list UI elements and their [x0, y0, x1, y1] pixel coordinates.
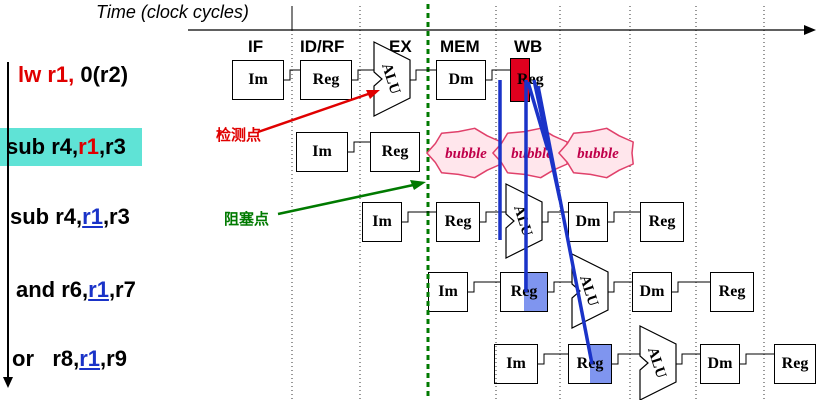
stage-connector-2	[410, 69, 436, 81]
stall-point-label: 阻塞点	[224, 211, 270, 228]
row2-reg-wb-box: Reg	[640, 202, 684, 242]
stage-connector-8	[608, 211, 640, 223]
row3-reg-wb-box: Reg	[710, 272, 754, 312]
stage-connector-15	[676, 353, 700, 365]
instruction-3-part-0: and r6,	[16, 277, 89, 302]
bubble-0-label: bubble	[445, 146, 487, 162]
detect-arrowhead	[366, 90, 380, 99]
instruction-0-part-1: 0(r2)	[80, 62, 129, 87]
row1-reg-box: Reg	[370, 132, 420, 172]
stage-connector-12	[672, 281, 710, 293]
stage-connector-4	[348, 141, 370, 153]
row2-dm-box: Dm	[568, 202, 608, 242]
stage-label-ex: EX	[389, 37, 412, 56]
bubble-2-cloud	[558, 127, 634, 179]
program-order-arrowhead	[3, 377, 13, 388]
stage-connector-5	[402, 211, 436, 223]
alu-3: ALU	[639, 325, 677, 400]
time-axis-arrowhead	[804, 25, 816, 35]
row3-im-box: Im	[428, 272, 468, 312]
row4-dm-box: Dm	[700, 344, 740, 384]
forward-path-4	[526, 81, 550, 151]
stage-connector-10	[548, 281, 572, 293]
row1-im-box: Im	[296, 132, 348, 172]
stage-connector-7	[542, 211, 568, 223]
forward-path-3	[536, 85, 594, 365]
instruction-row-1: sub r4,r1,r3	[0, 128, 142, 166]
alu-3-shape	[639, 325, 677, 400]
row4-reg-box: Reg	[568, 344, 612, 384]
bubble-2-label: bubble	[577, 146, 619, 162]
bubble-1-label: bubble	[511, 146, 553, 162]
instruction-3-part-2: ,r7	[108, 277, 136, 302]
row2-reg-box: Reg	[436, 202, 480, 242]
stage-label-wb: WB	[514, 37, 543, 56]
row0-reg-box: Reg	[300, 60, 352, 100]
alu-1: ALU	[505, 183, 543, 259]
instruction-2-part-1: r1	[82, 204, 103, 229]
bubble-0-cloud	[426, 127, 502, 179]
stage-connector-13	[538, 353, 568, 365]
instruction-0-part-0: lw r1,	[18, 62, 81, 87]
stage-connector-3	[486, 69, 510, 81]
instruction-2-part-2: ,r3	[102, 204, 130, 229]
stage-connector-9	[468, 281, 500, 293]
stage-connector-1	[352, 69, 374, 81]
instruction-row-0: lw r1, 0(r2)	[18, 62, 128, 88]
row4-im-box: Im	[494, 344, 538, 384]
stage-connector-6	[480, 211, 506, 223]
time-axis-title: Time (clock cycles)	[96, 2, 249, 22]
instruction-3-part-1: r1	[88, 277, 109, 302]
alu-0-shape	[373, 41, 411, 117]
row3-reg-box: Reg	[500, 272, 548, 312]
stage-label-if: IF	[248, 37, 264, 56]
instruction-1-part-1: r1	[78, 134, 99, 159]
alu-1-shape	[505, 183, 543, 259]
instruction-4-part-2: ,r9	[100, 346, 127, 371]
instruction-2-part-0: sub r4,	[10, 204, 83, 229]
stage-label-mem: MEM	[440, 37, 480, 56]
row0-im-box: Im	[232, 60, 284, 100]
stall-arrowhead	[410, 180, 426, 190]
row3-dm-box: Dm	[632, 272, 672, 312]
instruction-row-4: or r8,r1,r9	[12, 346, 127, 372]
bubble-0: bubble	[426, 127, 502, 179]
row4-reg-wb-box: Reg	[774, 344, 816, 384]
stage-connector-0	[284, 69, 300, 81]
instruction-1-part-2: ,r3	[98, 134, 126, 159]
row2-im-box: Im	[362, 202, 402, 242]
row0-dm-box: Dm	[436, 60, 486, 100]
detect-arrow-line	[257, 90, 375, 134]
instruction-row-3: and r6,r1,r7	[16, 277, 136, 303]
instruction-row-2: sub r4,r1,r3	[10, 204, 130, 230]
instruction-4-part-0: or r8,	[12, 346, 80, 371]
instruction-1-part-0: sub r4,	[6, 134, 79, 159]
instruction-4-part-1: r1	[79, 346, 101, 371]
stage-connector-16	[740, 353, 774, 365]
detect-point-label: 检测点	[216, 127, 262, 144]
stage-connector-11	[608, 281, 632, 293]
stage-label-id: ID/RF	[300, 37, 345, 56]
stage-connector-14	[612, 353, 640, 365]
bubble-2: bubble	[558, 127, 634, 179]
stall-arrow-line	[277, 182, 419, 216]
alu-0: ALU	[373, 41, 411, 117]
